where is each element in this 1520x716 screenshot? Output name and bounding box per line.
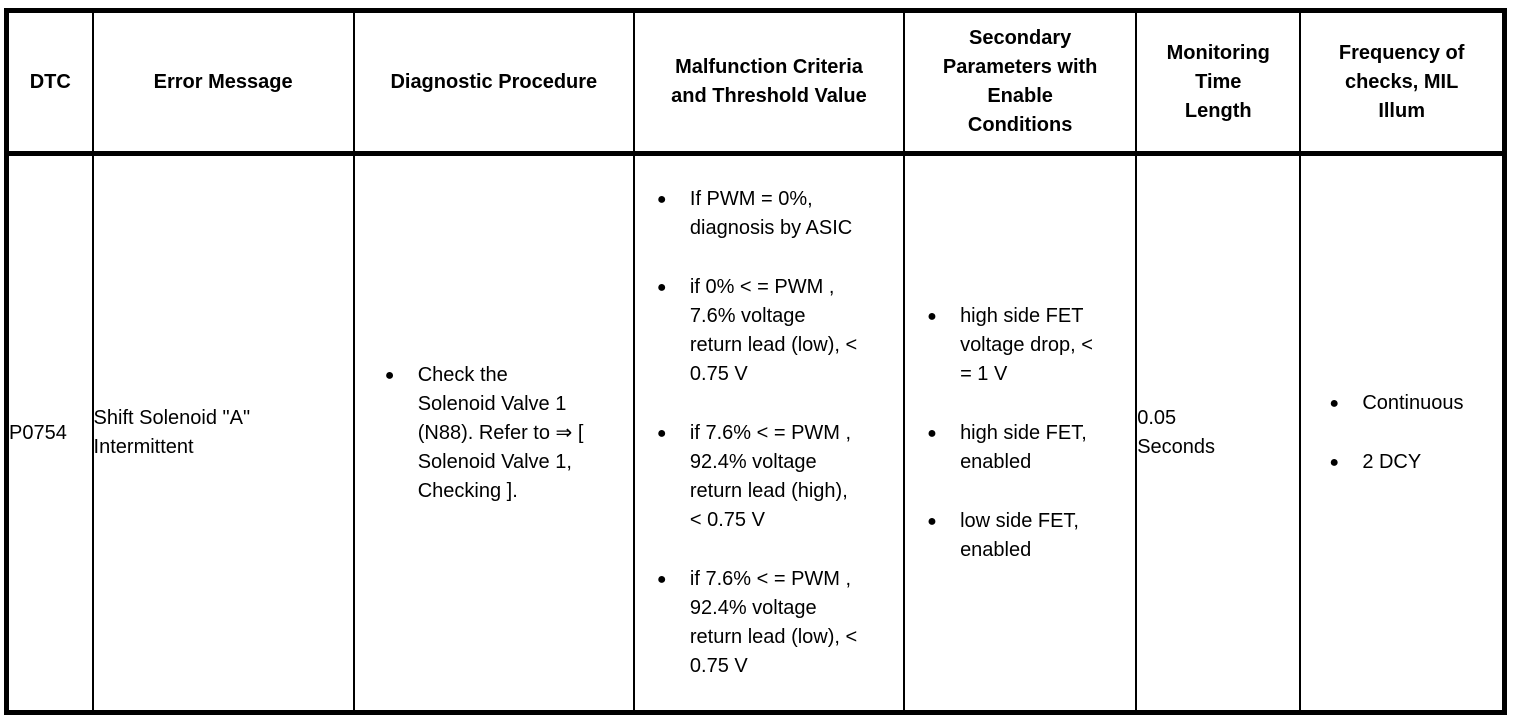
bullet-item: ● 2 DCY: [1329, 448, 1500, 477]
col-header-frequency-of-checks: Frequency of checks, MIL Illum: [1299, 10, 1506, 156]
cell-frequency-of-checks: ● Continuous ● 2 DCY: [1299, 153, 1506, 713]
bullet-text: Check the Solenoid Valve 1 (N88). Refer …: [417, 363, 584, 502]
bullet-icon: ●: [1329, 454, 1339, 471]
col-header-secondary-parameters: Secondary Parameters with Enable Conditi…: [903, 10, 1138, 156]
bullet-text: low side FET, enabled: [960, 509, 1079, 561]
bullet-text: if 7.6% < = PWM , 92.4% voltage return l…: [689, 422, 852, 531]
bullet-text: if 0% < = PWM , 7.6% voltage return lead…: [689, 276, 858, 385]
bullet-item: ● if 0% < = PWM , 7.6% voltage return lea…: [657, 273, 902, 389]
bullet-icon: ●: [656, 279, 667, 296]
bullet-item: ● if 7.6% < = PWM , 92.4% voltage return …: [657, 419, 902, 535]
bullet-icon: ●: [656, 425, 667, 442]
bullet-icon: ●: [1329, 395, 1339, 412]
bullet-text: Continuous: [1362, 392, 1464, 414]
cell-monitoring-time: 0.05 Seconds: [1135, 153, 1302, 713]
bullet-icon: ●: [384, 366, 395, 384]
bullet-item: ● low side FET, enabled: [927, 507, 1133, 565]
bullet-text: If PWM = 0%, diagnosis by ASIC: [689, 188, 853, 239]
dtc-table: DTC Error Message Diagnostic Procedure M…: [4, 8, 1507, 715]
diagnostic-procedure-list: ● Check the Solenoid Valve 1 (N88). Refer…: [355, 361, 633, 506]
cell-secondary-parameters: ● high side FET voltage drop, < = 1 V ● hig…: [903, 153, 1138, 713]
bullet-item: ● If PWM = 0%, diagnosis by ASIC: [657, 185, 902, 243]
cell-dtc-code: P0754: [5, 153, 94, 713]
bullet-icon: ●: [927, 424, 937, 442]
col-header-malfunction-criteria: Malfunction Criteria and Threshold Value: [632, 10, 906, 156]
bullet-item: ● high side FET, enabled: [927, 419, 1133, 477]
bullet-text: high side FET, enabled: [960, 421, 1087, 473]
malfunction-criteria-list: ● If PWM = 0%, diagnosis by ASIC ● if 0% < …: [635, 185, 903, 681]
col-header-monitoring-time: Monitoring Time Length: [1135, 10, 1302, 156]
bullet-text: 2 DCY: [1362, 451, 1422, 473]
cell-diagnostic-procedure: ● Check the Solenoid Valve 1 (N88). Refer…: [352, 153, 635, 713]
table-row: P0754 Shift Solenoid "A" Intermittent ● C…: [5, 153, 1506, 713]
bullet-item: ● if 7.6% < = PWM , 92.4% voltage return …: [657, 565, 902, 681]
bullet-item: ● Check the Solenoid Valve 1 (N88). Refer…: [385, 361, 629, 506]
bullet-icon: ●: [927, 307, 937, 325]
cell-error-message: Shift Solenoid "A" Intermittent: [91, 153, 355, 713]
bullet-icon: ●: [927, 512, 937, 530]
col-header-dtc: DTC: [5, 10, 94, 156]
cell-malfunction-criteria: ● If PWM = 0%, diagnosis by ASIC ● if 0% < …: [632, 153, 906, 713]
bullet-icon: ●: [656, 571, 667, 588]
bullet-text: high side FET voltage drop, < = 1 V: [960, 304, 1093, 385]
bullet-item: ● high side FET voltage drop, < = 1 V: [927, 302, 1133, 389]
secondary-parameters-list: ● high side FET voltage drop, < = 1 V ● hig…: [905, 302, 1135, 565]
col-header-error-message: Error Message: [91, 10, 355, 156]
bullet-icon: ●: [656, 191, 667, 208]
bullet-item: ● Continuous: [1329, 389, 1500, 418]
col-header-diagnostic-procedure: Diagnostic Procedure: [352, 10, 635, 156]
bullet-text: if 7.6% < = PWM , 92.4% voltage return l…: [689, 568, 858, 677]
frequency-of-checks-list: ● Continuous ● 2 DCY: [1301, 389, 1502, 477]
header-row: DTC Error Message Diagnostic Procedure M…: [5, 10, 1506, 156]
